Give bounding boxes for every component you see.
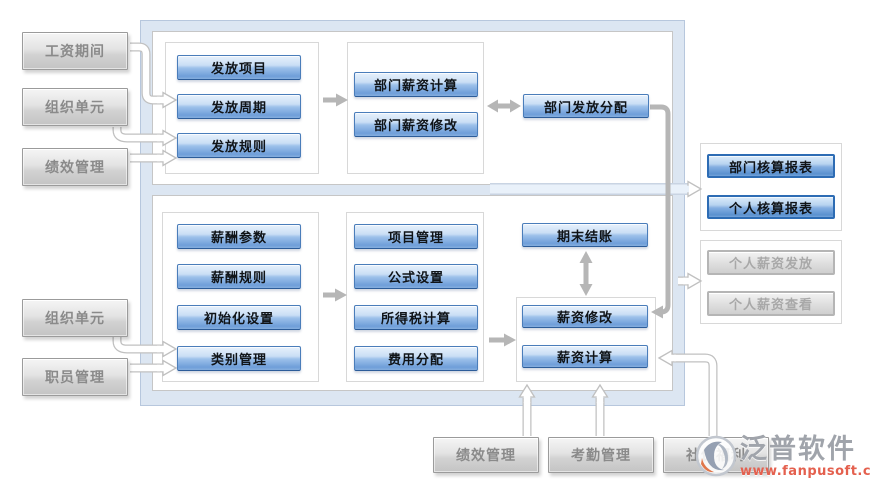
node-init-settings: 初始化设置 — [177, 305, 301, 330]
node-dept-salary-edit: 部门薪资修改 — [354, 112, 478, 137]
node-attendance-mgmt: 考勤管理 — [548, 437, 654, 473]
node-performance-mgmt-bottom: 绩效管理 — [433, 437, 539, 473]
node-payout-items: 发放项目 — [177, 55, 301, 80]
node-org-unit-top: 组织单元 — [22, 88, 128, 126]
node-salary-calc: 薪资计算 — [522, 345, 648, 368]
node-dept-payout-allocation: 部门发放分配 — [523, 94, 649, 118]
node-dept-accounting-report: 部门核算报表 — [707, 154, 835, 178]
node-expense-allocation: 费用分配 — [354, 346, 478, 371]
node-personal-salary-payout: 个人薪资发放 — [707, 250, 835, 275]
node-staff-mgmt: 职员管理 — [22, 358, 128, 396]
node-item-mgmt: 项目管理 — [354, 224, 478, 249]
node-org-unit-bottom: 组织单元 — [22, 299, 128, 337]
node-personal-accounting-report: 个人核算报表 — [707, 195, 835, 219]
watermark-url: www.fanpusoft.com — [740, 464, 871, 479]
node-payout-cycle: 发放周期 — [177, 94, 301, 119]
node-dept-salary-calc: 部门薪资计算 — [354, 72, 478, 97]
node-income-tax-calc: 所得税计算 — [354, 305, 478, 330]
node-formula-settings: 公式设置 — [354, 264, 478, 289]
node-salary-params: 薪酬参数 — [177, 224, 301, 249]
node-category-mgmt: 类别管理 — [177, 346, 301, 371]
node-payout-rules: 发放规则 — [177, 133, 301, 158]
node-personal-salary-view: 个人薪资查看 — [707, 291, 835, 316]
fanpu-logo-icon — [695, 435, 737, 477]
dept-salary-group-box — [347, 42, 484, 174]
node-salary-rules: 薪酬规则 — [177, 264, 301, 289]
node-period-end-closing: 期末结账 — [522, 223, 648, 247]
node-salary-period: 工资期间 — [22, 32, 128, 70]
watermark: 泛普软件 www.fanpusoft.com — [694, 433, 871, 479]
node-performance-mgmt-left: 绩效管理 — [22, 148, 128, 186]
watermark-brand: 泛普软件 — [740, 434, 856, 465]
node-salary-edit: 薪资修改 — [522, 305, 648, 328]
